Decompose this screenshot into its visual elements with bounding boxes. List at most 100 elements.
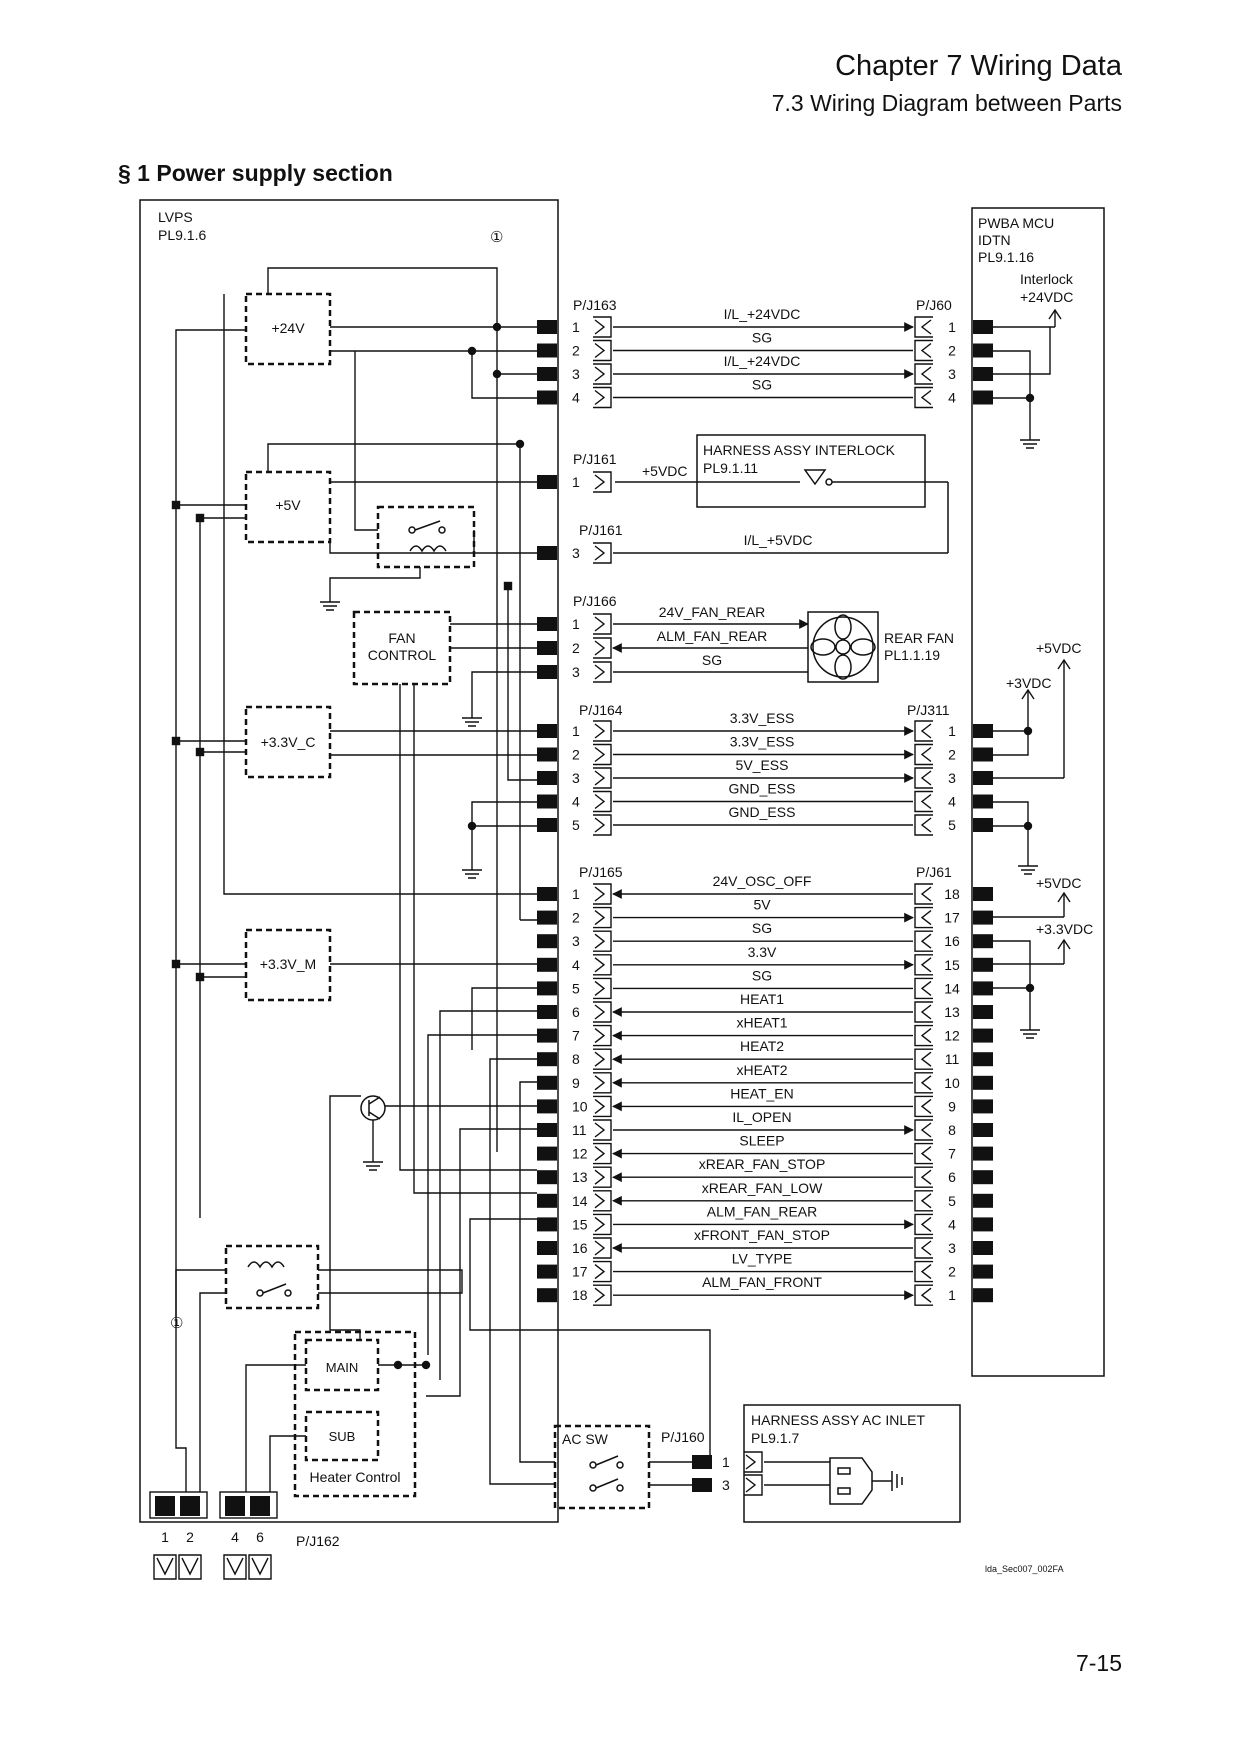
j165-signal-14: ALM_FAN_REAR <box>707 1203 817 1219</box>
j165-lvps-pin-number-0: 1 <box>572 886 580 902</box>
interlock-harness-ref: PL9.1.11 <box>703 460 758 476</box>
sq-33m <box>171 959 181 969</box>
j165-lvps-contact-13 <box>593 1190 612 1212</box>
j165-mcu-pin-1 <box>973 910 993 925</box>
j166-pin-number-0: 1 <box>572 616 580 632</box>
j165-lvps-contact-9 <box>593 1095 612 1118</box>
j164-mcu-pin-0 <box>973 724 993 738</box>
j165-mcu-pin-number-1: 17 <box>944 910 960 926</box>
j165-mcu-pin-13 <box>973 1193 993 1208</box>
relay-ac-block <box>224 1244 320 1310</box>
ac-switch-contacts <box>589 1455 624 1492</box>
j164-mcu-pin-number-2: 3 <box>948 770 956 786</box>
heater-main-block <box>304 1338 380 1392</box>
j164-lvps-pin-number-0: 1 <box>572 723 580 739</box>
w-relay-ac-left-b <box>199 1292 226 1492</box>
j160-pin-number-0: 1 <box>722 1454 730 1470</box>
relay-5v-symbol <box>408 520 447 553</box>
interlock-label-1: Interlock <box>1020 271 1074 287</box>
interlock-harness-box <box>696 434 926 508</box>
j165-mcu-contact-3 <box>914 954 933 976</box>
j162-contact-2 <box>223 1554 247 1580</box>
j165-signal-8: xHEAT2 <box>736 1062 787 1078</box>
j165-lvps-contact-4 <box>593 977 612 1000</box>
heater-sub-label: SUB <box>329 1429 356 1444</box>
j164-signal-2: 5V_ESS <box>736 757 789 773</box>
transistor-symbol <box>360 1095 386 1121</box>
j166-pin-2 <box>537 665 557 679</box>
j163-mcu-contact-2 <box>914 363 933 385</box>
w-left-rail-a <box>175 329 246 1492</box>
lvps-marker-bottom: ① <box>170 1315 183 1332</box>
conn-j60: P/J60 <box>916 297 952 313</box>
j165-mcu-pin-number-9: 9 <box>948 1098 956 1114</box>
supply-24v-label: +24V <box>271 320 305 336</box>
j165-mcu-pin-2 <box>973 934 993 949</box>
conn-j164: P/J164 <box>579 702 623 718</box>
j165-signal-17: ALM_FAN_FRONT <box>702 1274 822 1290</box>
interlock-supply-label: +5VDC <box>642 463 688 479</box>
j162-contact-3 <box>248 1554 272 1580</box>
j165-lvps-pin-5 <box>537 1005 557 1019</box>
j165-lvps-pin-number-17: 18 <box>572 1287 588 1303</box>
j165-lvps-contact-12 <box>593 1166 612 1188</box>
j165-mcu-contact-5 <box>914 1001 933 1023</box>
j165-lvps-pin-number-8: 9 <box>572 1075 580 1091</box>
j165-lvps-contact-15 <box>593 1237 612 1259</box>
w-mcu-il3 <box>993 327 1051 375</box>
j165-lvps-pin-number-4: 5 <box>572 980 580 996</box>
j165-mcu-pin-number-3: 15 <box>944 957 960 973</box>
j163-mcu-pin-1 <box>973 343 993 358</box>
j165-mcu-contact-11 <box>914 1142 933 1165</box>
j163-mcu-pin-number-0: 1 <box>948 319 956 335</box>
supply-33vc-block <box>244 705 332 779</box>
j-mcu-sg <box>1025 983 1035 993</box>
j165-lvps-contact-6 <box>593 1024 612 1047</box>
w-5v-pin3 <box>329 542 537 554</box>
heater-main-label: MAIN <box>326 1360 359 1375</box>
gnd-mcu-2 <box>1018 856 1038 875</box>
j164-mcu-pin-number-4: 5 <box>948 817 956 833</box>
j163-mcu-contact-1 <box>914 339 933 362</box>
j165-lvps-pin-number-11: 12 <box>572 1146 588 1162</box>
j165-mcu-pin-11 <box>973 1146 993 1161</box>
j165-lvps-pin-17 <box>537 1288 557 1303</box>
j166-contact-0 <box>593 613 612 635</box>
j165-lvps-pin-1 <box>537 910 557 925</box>
j-main-b <box>421 1360 431 1370</box>
gnd-fan <box>462 708 482 727</box>
j164-mcu-pin-1 <box>973 747 993 762</box>
j165-lvps-pin-14 <box>537 1217 557 1232</box>
j163-lvps-pin-number-2: 3 <box>572 366 580 382</box>
j161-pin-1-number: 1 <box>572 474 580 490</box>
j166-signal-2: SG <box>702 652 722 668</box>
gnd-mcu-1 <box>1020 430 1040 449</box>
j163-mcu-pin-2 <box>973 367 993 381</box>
j162-pin-1 <box>180 1496 200 1516</box>
j160-pin-1 <box>692 1478 712 1492</box>
gnd-ess <box>462 860 482 879</box>
w-5v-top <box>267 443 521 920</box>
j163-lvps-pin-2 <box>537 367 557 381</box>
ac-inlet-name: HARNESS ASSY AC INLET <box>751 1412 925 1428</box>
lvps-ref: PL9.1.6 <box>158 227 206 243</box>
chapter-title: Chapter 7 Wiring Data <box>835 50 1122 82</box>
w-gnd-1 <box>329 567 421 592</box>
arrow-5vdc-b-head <box>1057 891 1071 903</box>
j165-mcu-contact-9 <box>914 1095 933 1118</box>
j165-lvps-pin-13 <box>537 1193 557 1208</box>
j165-mcu-contact-15 <box>914 1237 933 1259</box>
mcu-3vdc: +3VDC <box>1006 675 1052 691</box>
w-mcu-sg <box>993 350 1031 398</box>
w-relay-ac <box>318 1269 463 1294</box>
j165-lvps-pin-number-14: 15 <box>572 1216 588 1232</box>
j161-signal: I/L_+5VDC <box>744 532 813 548</box>
j165-lvps-pin-7 <box>537 1052 557 1067</box>
j164-lvps-pin-number-1: 2 <box>572 747 580 763</box>
j160-pin-0 <box>692 1455 712 1469</box>
arrow-5vdc-a-head <box>1057 658 1071 670</box>
j165-mcu-pin-number-11: 7 <box>948 1146 956 1162</box>
mcu-name: PWBA MCU <box>978 215 1054 231</box>
j165-lvps-pin-3 <box>537 957 557 972</box>
j165-lvps-pin-number-5: 6 <box>572 1004 580 1020</box>
